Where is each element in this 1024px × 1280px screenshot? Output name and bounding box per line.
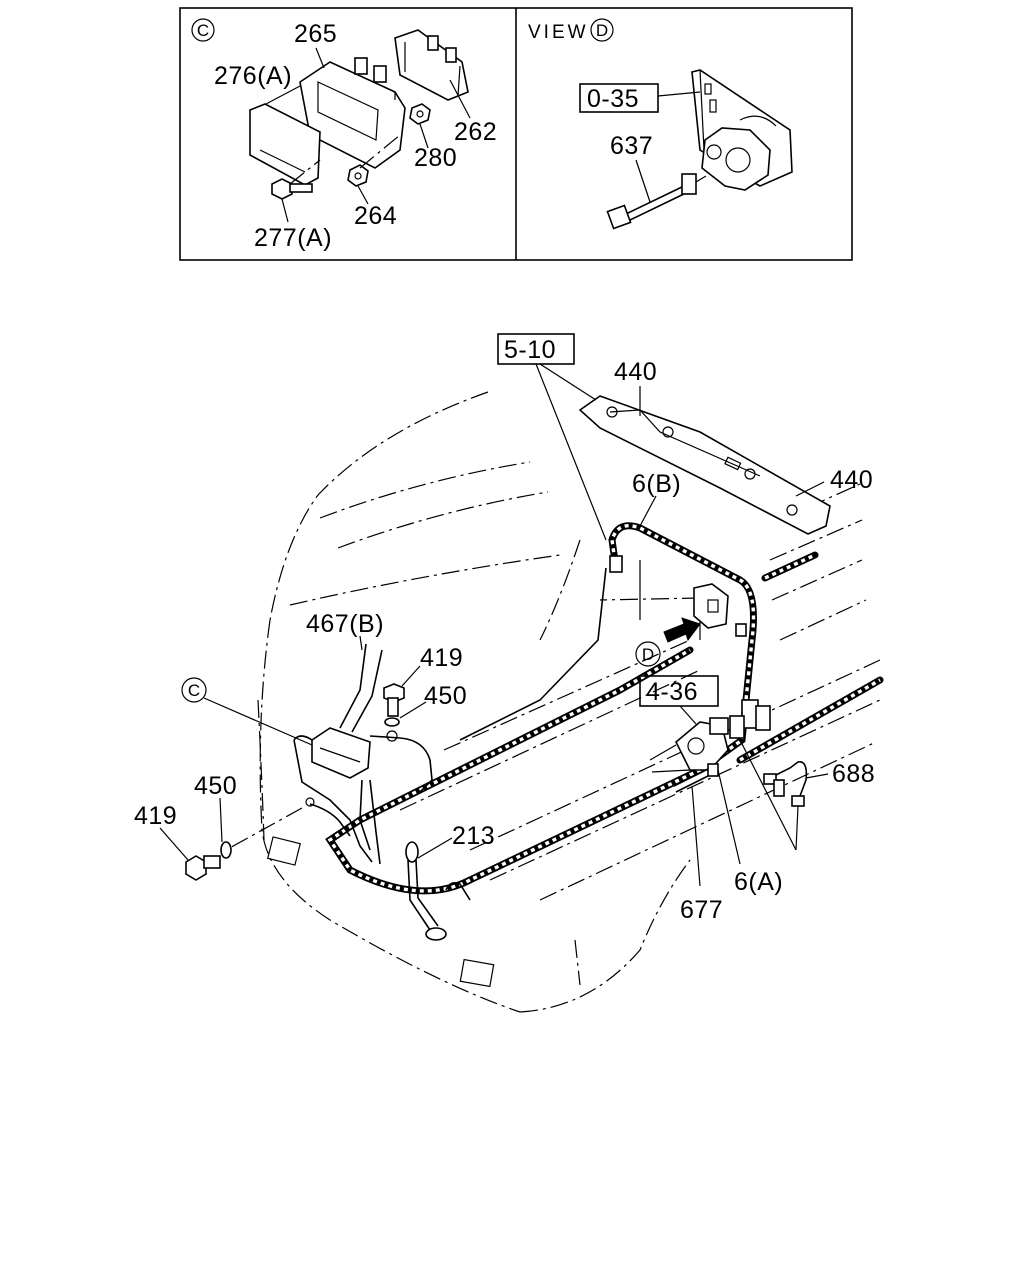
callout-467b: 467(B) bbox=[306, 610, 384, 638]
callout-277a: 277(A) bbox=[254, 224, 332, 252]
view-d-arrow bbox=[663, 617, 701, 643]
view-d-marker: D bbox=[590, 18, 614, 42]
view-d-title: VIEW bbox=[528, 22, 589, 43]
main-leaders bbox=[159, 386, 829, 887]
nut-280 bbox=[409, 103, 431, 125]
bolt-277a bbox=[271, 178, 313, 200]
svg-text:D: D bbox=[642, 645, 654, 664]
view-d-panel: VIEW D 0-35 bbox=[528, 18, 793, 230]
bracket-440 bbox=[578, 395, 831, 535]
harness-637 bbox=[606, 173, 707, 230]
callout-688: 688 bbox=[832, 760, 875, 788]
ground-wire bbox=[225, 797, 351, 851]
callout-264: 264 bbox=[354, 202, 397, 230]
callout-637: 637 bbox=[610, 132, 653, 160]
callout-276a: 276(A) bbox=[214, 62, 292, 90]
cab-outline bbox=[257, 391, 881, 1013]
cover-plate-276a bbox=[249, 103, 321, 186]
marker-c-main: C bbox=[181, 677, 207, 703]
detail-c-panel: C bbox=[191, 18, 497, 252]
nut-264 bbox=[347, 164, 369, 187]
callout-6a: 6(A) bbox=[734, 868, 783, 896]
washer-450-left bbox=[220, 841, 232, 859]
callout-440-top: 440 bbox=[614, 358, 657, 386]
callout-6b: 6(B) bbox=[632, 470, 681, 498]
ref-box-0-35: 0-35 bbox=[579, 83, 659, 113]
svg-text:C: C bbox=[188, 681, 200, 700]
svg-text:0-35: 0-35 bbox=[587, 85, 639, 113]
svg-text:4-36: 4-36 bbox=[646, 678, 698, 706]
rod-677 bbox=[673, 763, 719, 793]
ref-box-4-36: 4-36 bbox=[639, 675, 719, 707]
callout-450-top: 450 bbox=[424, 682, 467, 710]
detail-c-marker: C bbox=[191, 18, 215, 42]
callout-262: 262 bbox=[454, 118, 497, 146]
bracket-262 bbox=[394, 29, 469, 101]
callout-419-left: 419 bbox=[134, 802, 177, 830]
top-detail-frame bbox=[179, 7, 853, 261]
callout-280: 280 bbox=[414, 144, 457, 172]
main-harness bbox=[325, 522, 884, 895]
control-unit-265 bbox=[299, 57, 406, 169]
callout-677: 677 bbox=[680, 896, 723, 924]
cable-213 bbox=[405, 841, 471, 941]
callout-213: 213 bbox=[452, 822, 495, 850]
callout-440-right: 440 bbox=[830, 466, 873, 494]
ref-box-5-10: 5-10 bbox=[497, 333, 575, 365]
detail-c-leaders bbox=[265, 47, 471, 223]
callout-450-left: 450 bbox=[194, 772, 237, 800]
svg-text:C: C bbox=[197, 21, 209, 40]
marker-d-main: D bbox=[635, 641, 661, 667]
actuator-unit bbox=[701, 115, 777, 191]
relay-unit bbox=[693, 583, 729, 629]
bolt-419-top bbox=[383, 683, 405, 717]
svg-text:5-10: 5-10 bbox=[504, 336, 556, 364]
svg-text:D: D bbox=[596, 21, 608, 40]
callout-419-top: 419 bbox=[420, 644, 463, 672]
component-4-36 bbox=[649, 717, 729, 773]
callout-265: 265 bbox=[294, 20, 337, 48]
bolt-419-left bbox=[185, 855, 221, 881]
control-unit-main bbox=[293, 643, 433, 865]
washer-450-top bbox=[384, 717, 400, 727]
